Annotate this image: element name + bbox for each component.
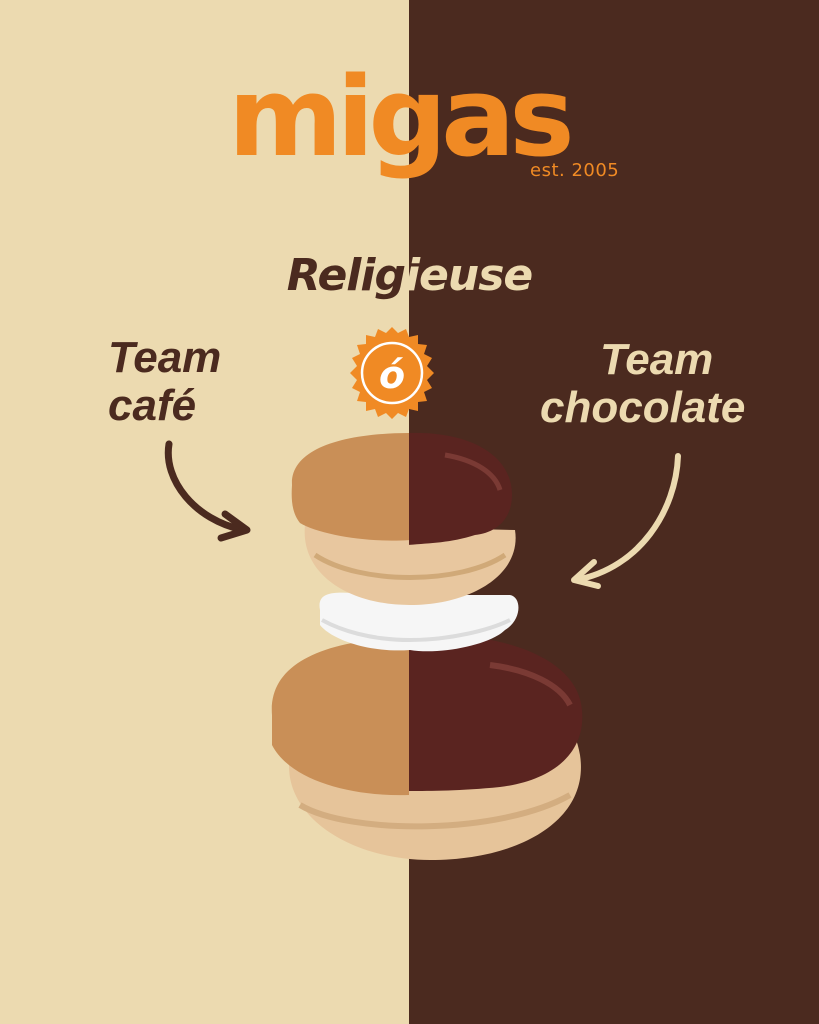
team-chocolate-label: Team chocolate [540, 336, 745, 432]
established-label: est. 2005 [530, 160, 620, 181]
team-cafe-label: Team café [108, 334, 221, 430]
product-title: Religieuse [0, 250, 819, 301]
religieuse-pastry-image [271, 432, 583, 860]
team-cafe-line2: café [108, 381, 197, 430]
logo-text: migas [228, 70, 570, 181]
arrow-left-icon [164, 440, 251, 542]
migas-logo: migas [228, 70, 576, 181]
title-part-right: ieuse [404, 250, 533, 301]
badge-glyph: ó [379, 353, 405, 397]
badge-seal-icon: ó [350, 327, 434, 419]
team-chocolate-line1: Team [600, 335, 714, 384]
arrow-right-icon [571, 453, 681, 589]
team-chocolate-line2: chocolate [540, 383, 746, 432]
title-part-left: Relig [286, 250, 406, 301]
team-cafe-line1: Team [108, 333, 222, 382]
